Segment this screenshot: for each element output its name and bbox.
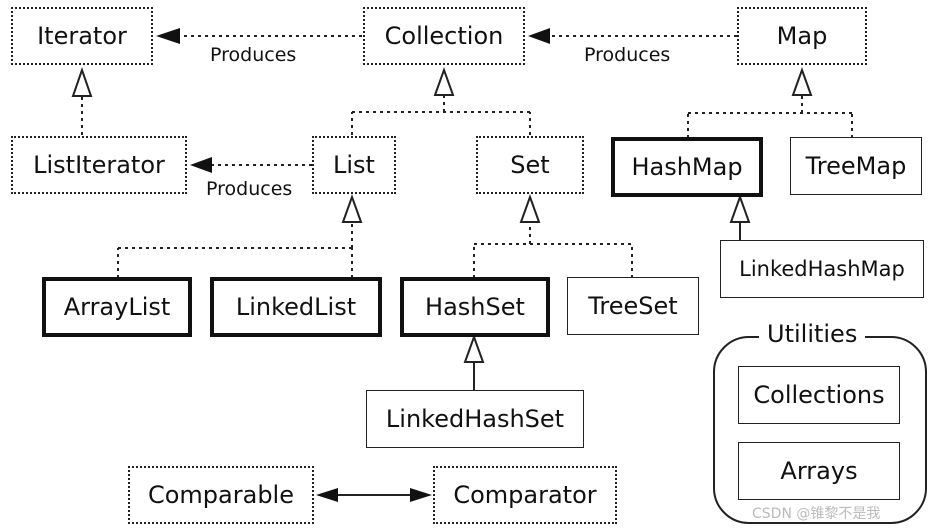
produces-label: Produces [208,44,299,66]
node-arrays: Arrays [738,442,900,500]
node-treemap: TreeMap [790,137,922,195]
bidirectional-arrowhead [410,488,432,502]
node-set: Set [476,136,584,194]
inheritance-arrowhead [341,194,363,223]
node-linkedhashmap: LinkedHashMap [720,240,924,298]
watermark-text: CSDN @锥黎不是我 [752,506,881,522]
node-linkedhashset: LinkedHashSet [366,390,584,448]
produces-arrowhead [156,28,180,44]
node-map: Map [737,7,867,65]
inheritance-arrowhead [519,194,541,223]
inheritance-arrowhead [433,67,455,96]
produces-label: Produces [204,178,295,200]
node-comparator: Comparator [433,466,617,524]
node-comparable: Comparable [128,466,314,524]
inheritance-arrowhead [791,67,813,96]
node-linkedlist: LinkedList [210,277,382,337]
node-collections: Collections [738,366,900,424]
produces-arrowhead [190,157,212,173]
node-listiterator: ListIterator [11,136,187,194]
node-hashmap: HashMap [611,137,763,197]
node-hashset: HashSet [400,277,550,337]
inheritance-arrowhead [729,194,751,223]
produces-label: Produces [582,44,673,66]
inheritance-arrowhead [463,334,485,363]
node-arraylist: ArrayList [42,277,192,337]
node-collection: Collection [363,7,525,65]
node-treeset: TreeSet [567,277,699,335]
node-iterator: Iterator [11,7,153,65]
utilities-title: Utilities [759,320,866,348]
produces-arrowhead [528,28,550,44]
bidirectional-arrowhead [316,488,338,502]
node-list: List [312,136,396,194]
inheritance-arrowhead [71,66,93,97]
